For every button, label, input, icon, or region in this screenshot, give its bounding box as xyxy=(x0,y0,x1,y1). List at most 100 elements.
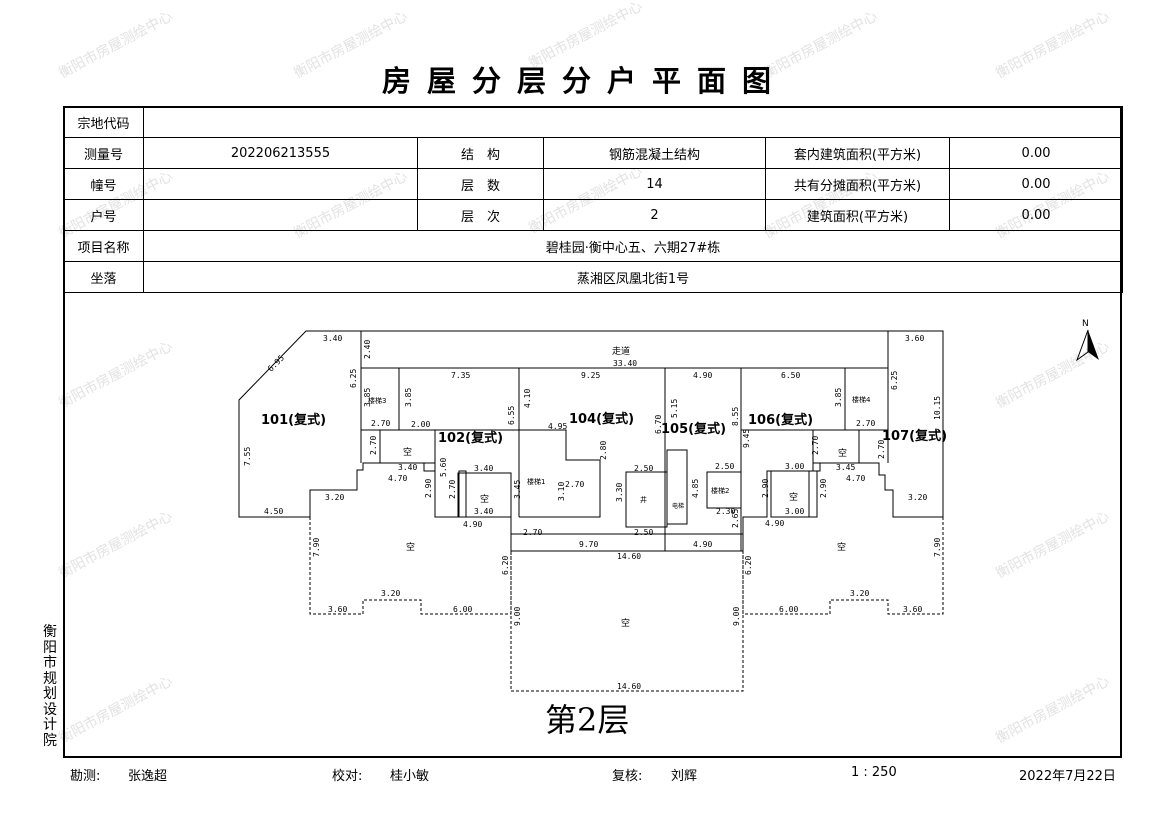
footer-scale: 1 : 250 xyxy=(851,765,897,780)
dim-label: 9.00 xyxy=(732,607,741,626)
dim-label: 4.90 xyxy=(765,519,784,528)
location-value: 蒸湘区凤凰北街1号 xyxy=(142,261,1124,293)
void-label: 空 xyxy=(403,446,412,458)
dim-label: 10.15 xyxy=(933,396,942,420)
dim-label: 2.90 xyxy=(819,479,828,498)
void-label: 空 xyxy=(838,447,847,459)
dim-label: 5.15 xyxy=(670,399,679,418)
project-label: 项目名称 xyxy=(63,230,144,262)
stair-4-label: 楼梯4 xyxy=(852,395,871,404)
shaft-b-label: 电梯 xyxy=(672,502,684,510)
stair-3-label: 楼梯3 xyxy=(368,396,386,405)
side-char: 计 xyxy=(43,717,57,733)
dim-label: 6.55 xyxy=(507,406,516,425)
side-char: 划 xyxy=(43,686,57,702)
dim-label: 5.60 xyxy=(439,458,448,477)
dim-label: 6.70 xyxy=(654,415,663,434)
shaft-a-label: 井 xyxy=(640,495,647,504)
corridor-label: 走道 xyxy=(612,345,630,357)
dim-label: 4.10 xyxy=(523,389,532,408)
unit-106-label: 106(复式) xyxy=(748,412,813,428)
location-label: 坐落 xyxy=(63,261,144,293)
dim-label: 7.35 xyxy=(451,371,470,380)
dim-label: 3.45 xyxy=(513,480,522,499)
dim-label: 6.50 xyxy=(781,371,800,380)
dim-label: 3.40 xyxy=(323,334,342,343)
dim-label: 9.45 xyxy=(742,429,751,448)
void-label: 空 xyxy=(621,617,630,629)
dim-label: 3.20 xyxy=(908,493,927,502)
floors-value: 14 xyxy=(543,168,766,200)
footer-check-label: 校对: xyxy=(332,769,363,784)
dim-label: 3.40 xyxy=(398,463,417,472)
stair-2-label: 楼梯2 xyxy=(711,486,729,495)
dim-label: 4.70 xyxy=(846,474,865,483)
side-char: 规 xyxy=(43,670,57,687)
void-label: 空 xyxy=(789,491,798,503)
dim-label: 2.70 xyxy=(523,528,542,537)
dim-label: 2.70 xyxy=(811,436,820,455)
dim-label: 3.10 xyxy=(557,482,566,501)
dim-label: 4.90 xyxy=(693,540,712,549)
dim-label: 4.90 xyxy=(693,371,712,380)
footer-surveyor: 张逸超 xyxy=(128,769,168,784)
footer-review-label: 复核: xyxy=(612,769,643,784)
dim-label: 2.65 xyxy=(731,509,740,528)
dim-label: 2.50 xyxy=(634,464,653,473)
void-label: 空 xyxy=(480,493,489,505)
dim-label: 2.70 xyxy=(856,419,875,428)
unit-102-label: 102(复式) xyxy=(438,430,503,446)
dim-label: 3.40 xyxy=(474,464,493,473)
dim-label: 3.60 xyxy=(328,605,347,614)
dim-label: 3.85 xyxy=(404,388,413,407)
unit-107-label: 107(复式) xyxy=(882,428,947,444)
dim-label: 3.00 xyxy=(785,507,804,516)
dim-label: 3.45 xyxy=(836,463,855,472)
footer-checker: 桂小敏 xyxy=(390,769,430,784)
dim-label: 4.90 xyxy=(463,520,482,529)
dim-label: 3.60 xyxy=(905,334,924,343)
build-area-label: 建筑面积(平方米) xyxy=(765,199,950,231)
inner-area-label: 套内建筑面积(平方米) xyxy=(765,137,950,169)
side-char: 设 xyxy=(43,701,57,718)
side-char: 衡 xyxy=(43,624,57,640)
dim-label: 6.20 xyxy=(501,556,510,575)
dim-label: 14.60 xyxy=(617,552,641,561)
void-left-outline xyxy=(309,517,512,615)
inner-area-value: 0.00 xyxy=(948,137,1124,169)
dim-label: 2.80 xyxy=(599,441,608,460)
dim-label: 6.20 xyxy=(744,556,753,575)
building-value xyxy=(143,168,418,200)
dim-label: 8.55 xyxy=(731,407,740,426)
dim-label: 9.70 xyxy=(579,540,598,549)
dim-label: 9.25 xyxy=(581,371,600,380)
void-right-outline xyxy=(742,517,944,615)
unit-label: 户号 xyxy=(63,199,144,231)
dim-label: 6.25 xyxy=(349,369,358,388)
dim-label: 3.85 xyxy=(363,388,372,407)
dim-label: 2.70 xyxy=(371,419,390,428)
dim-label: 7.90 xyxy=(312,538,321,557)
dim-label: 7.55 xyxy=(243,447,252,466)
info-table: 宗地代码 测量号 202206213555 结 构 钢筋混凝土结构 套内建筑面积… xyxy=(63,106,1124,293)
dim-label: 6.25 xyxy=(890,371,899,390)
dim-label: 6.95 xyxy=(266,353,286,373)
dim-label: 6.00 xyxy=(453,605,472,614)
footer-date: 2022年7月22日 xyxy=(1019,769,1116,784)
dim-label: 2.70 xyxy=(877,440,886,459)
shared-area-label: 共有分摊面积(平方米) xyxy=(765,168,950,200)
dim-label: 3.20 xyxy=(381,589,400,598)
north-label: N xyxy=(1082,319,1089,329)
dim-label: 2.50 xyxy=(634,528,653,537)
dim-label: 4.85 xyxy=(691,479,700,498)
dim-label: 2.70 xyxy=(448,480,457,499)
dim-label: 33.40 xyxy=(613,359,637,368)
dim-label: 3.20 xyxy=(325,493,344,502)
dim-label: 4.50 xyxy=(264,507,283,516)
project-value: 碧桂园·衡中心五、六期27#栋 xyxy=(142,230,1124,262)
unit-105-label: 105(复式) xyxy=(661,421,726,437)
dim-label: 6.00 xyxy=(779,605,798,614)
side-institute-label: 衡 阳 市 规 划 设 计 院 xyxy=(40,624,60,749)
dim-label: 2.70 xyxy=(369,436,378,455)
